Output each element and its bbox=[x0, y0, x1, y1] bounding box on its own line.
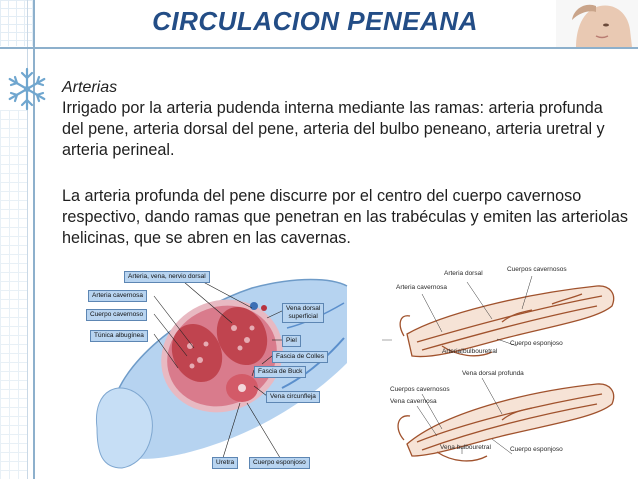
sidebar-grid-decoration bbox=[0, 110, 27, 479]
penis-cross-section-illustration: Arteria, vena, nervio dorsal Arteria cav… bbox=[82, 268, 357, 471]
header-grid-decoration bbox=[0, 0, 33, 46]
header-band bbox=[0, 0, 638, 47]
left-rule bbox=[33, 0, 35, 479]
label-arteria-vena-nervio-dorsal: Arteria, vena, nervio dorsal bbox=[124, 271, 210, 283]
label-tunica-albuginea: Túnica albugínea bbox=[90, 330, 148, 342]
sketch-label-cuerpo-esponjoso-bottom: Cuerpo esponjoso bbox=[510, 446, 563, 453]
label-arteria-cavernosa: Arteria cavernosa bbox=[88, 290, 147, 302]
header-rule bbox=[0, 47, 638, 49]
sketch-label-cuerpos-cavernosos-top: Cuerpos cavernosos bbox=[507, 266, 567, 273]
label-fascia-buck: Fascia de Buck bbox=[254, 366, 307, 378]
label-cuerpo-esponjoso: Cuerpo esponjoso bbox=[249, 457, 310, 469]
sketch-label-arteria-bulbouretral: Arteria bulbouretral bbox=[442, 348, 498, 355]
paragraph-arterias: Irrigado por la arteria pudenda interna … bbox=[62, 99, 605, 159]
label-vena-dorsal-line2: superficial bbox=[288, 313, 318, 320]
sketch-label-vena-bulbouretral: Vena bulbouretral bbox=[440, 444, 491, 451]
label-vena-dorsal-superficial: Vena dorsal superficial bbox=[282, 303, 325, 323]
label-fascia-colles: Fascia de Colles bbox=[272, 351, 329, 363]
sketch-label-vena-dorsal-profunda: Vena dorsal profunda bbox=[462, 370, 524, 377]
left-thin-rule bbox=[27, 0, 28, 479]
vascular-sketch-illustrations: Arteria dorsal Cuerpos cavernosos Arteri… bbox=[342, 264, 632, 474]
sketch-label-arteria-dorsal: Arteria dorsal bbox=[444, 270, 483, 277]
vascular-sketch-drawing bbox=[342, 275, 615, 462]
sketch-label-vena-cavernosa: Vena cavernosa bbox=[390, 398, 437, 405]
section-subtitle: Arterias bbox=[62, 79, 118, 96]
sketch-label-arteria-cavernosa: Arteria cavernosa bbox=[396, 284, 447, 291]
snowflake-icon bbox=[8, 67, 46, 111]
label-uretra: Uretra bbox=[212, 457, 239, 469]
face-photo-decoration bbox=[556, 0, 638, 47]
sketch-label-cuerpo-esponjoso-top: Cuerpo esponjoso bbox=[510, 340, 563, 347]
label-vena-circunfleja: Vena circunfleja bbox=[266, 391, 320, 403]
label-piel: Piel bbox=[282, 335, 301, 347]
label-vena-dorsal-line1: Vena dorsal bbox=[286, 305, 321, 312]
slide-title: CIRCULACION PENEANA bbox=[152, 6, 478, 36]
label-cuerpo-cavernoso: Cuerpo cavernoso bbox=[86, 309, 148, 321]
paragraph-arteria-profunda: La arteria profunda del pene discurre po… bbox=[62, 187, 628, 247]
sketch-label-cuerpos-cavernosos-bottom: Cuerpos cavernosos bbox=[390, 386, 450, 393]
